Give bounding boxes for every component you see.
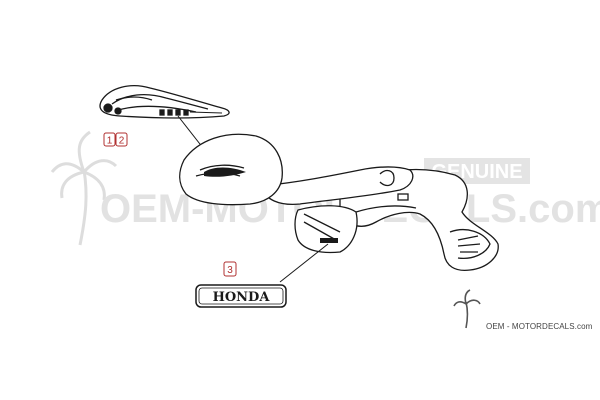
footer-logo-text: OEM - MOTORDECALS.com [486,322,593,331]
callout-2[interactable]: 2 [115,132,128,147]
callout-1-label: 1 [107,136,113,147]
tank-emblem-silhouette [204,167,246,177]
honda-emblem-text: HONDA [213,290,271,305]
palm-tree-logo-icon [453,289,481,329]
callout-1[interactable]: 1 [103,132,116,147]
honda-emblem: HONDA [195,284,287,308]
footer-logo [453,289,481,329]
callout-3[interactable]: 3 [223,261,237,277]
side-cover-emblem-silhouette [320,238,338,243]
tank-emblem-drawing [99,85,230,119]
callout-2-label: 2 [119,136,125,147]
palm-tree-watermark-icon [50,130,118,246]
leader-line-side-cover [279,243,329,283]
callout-3-label: 3 [227,265,233,276]
motorcycle-body-drawing [179,133,499,272]
